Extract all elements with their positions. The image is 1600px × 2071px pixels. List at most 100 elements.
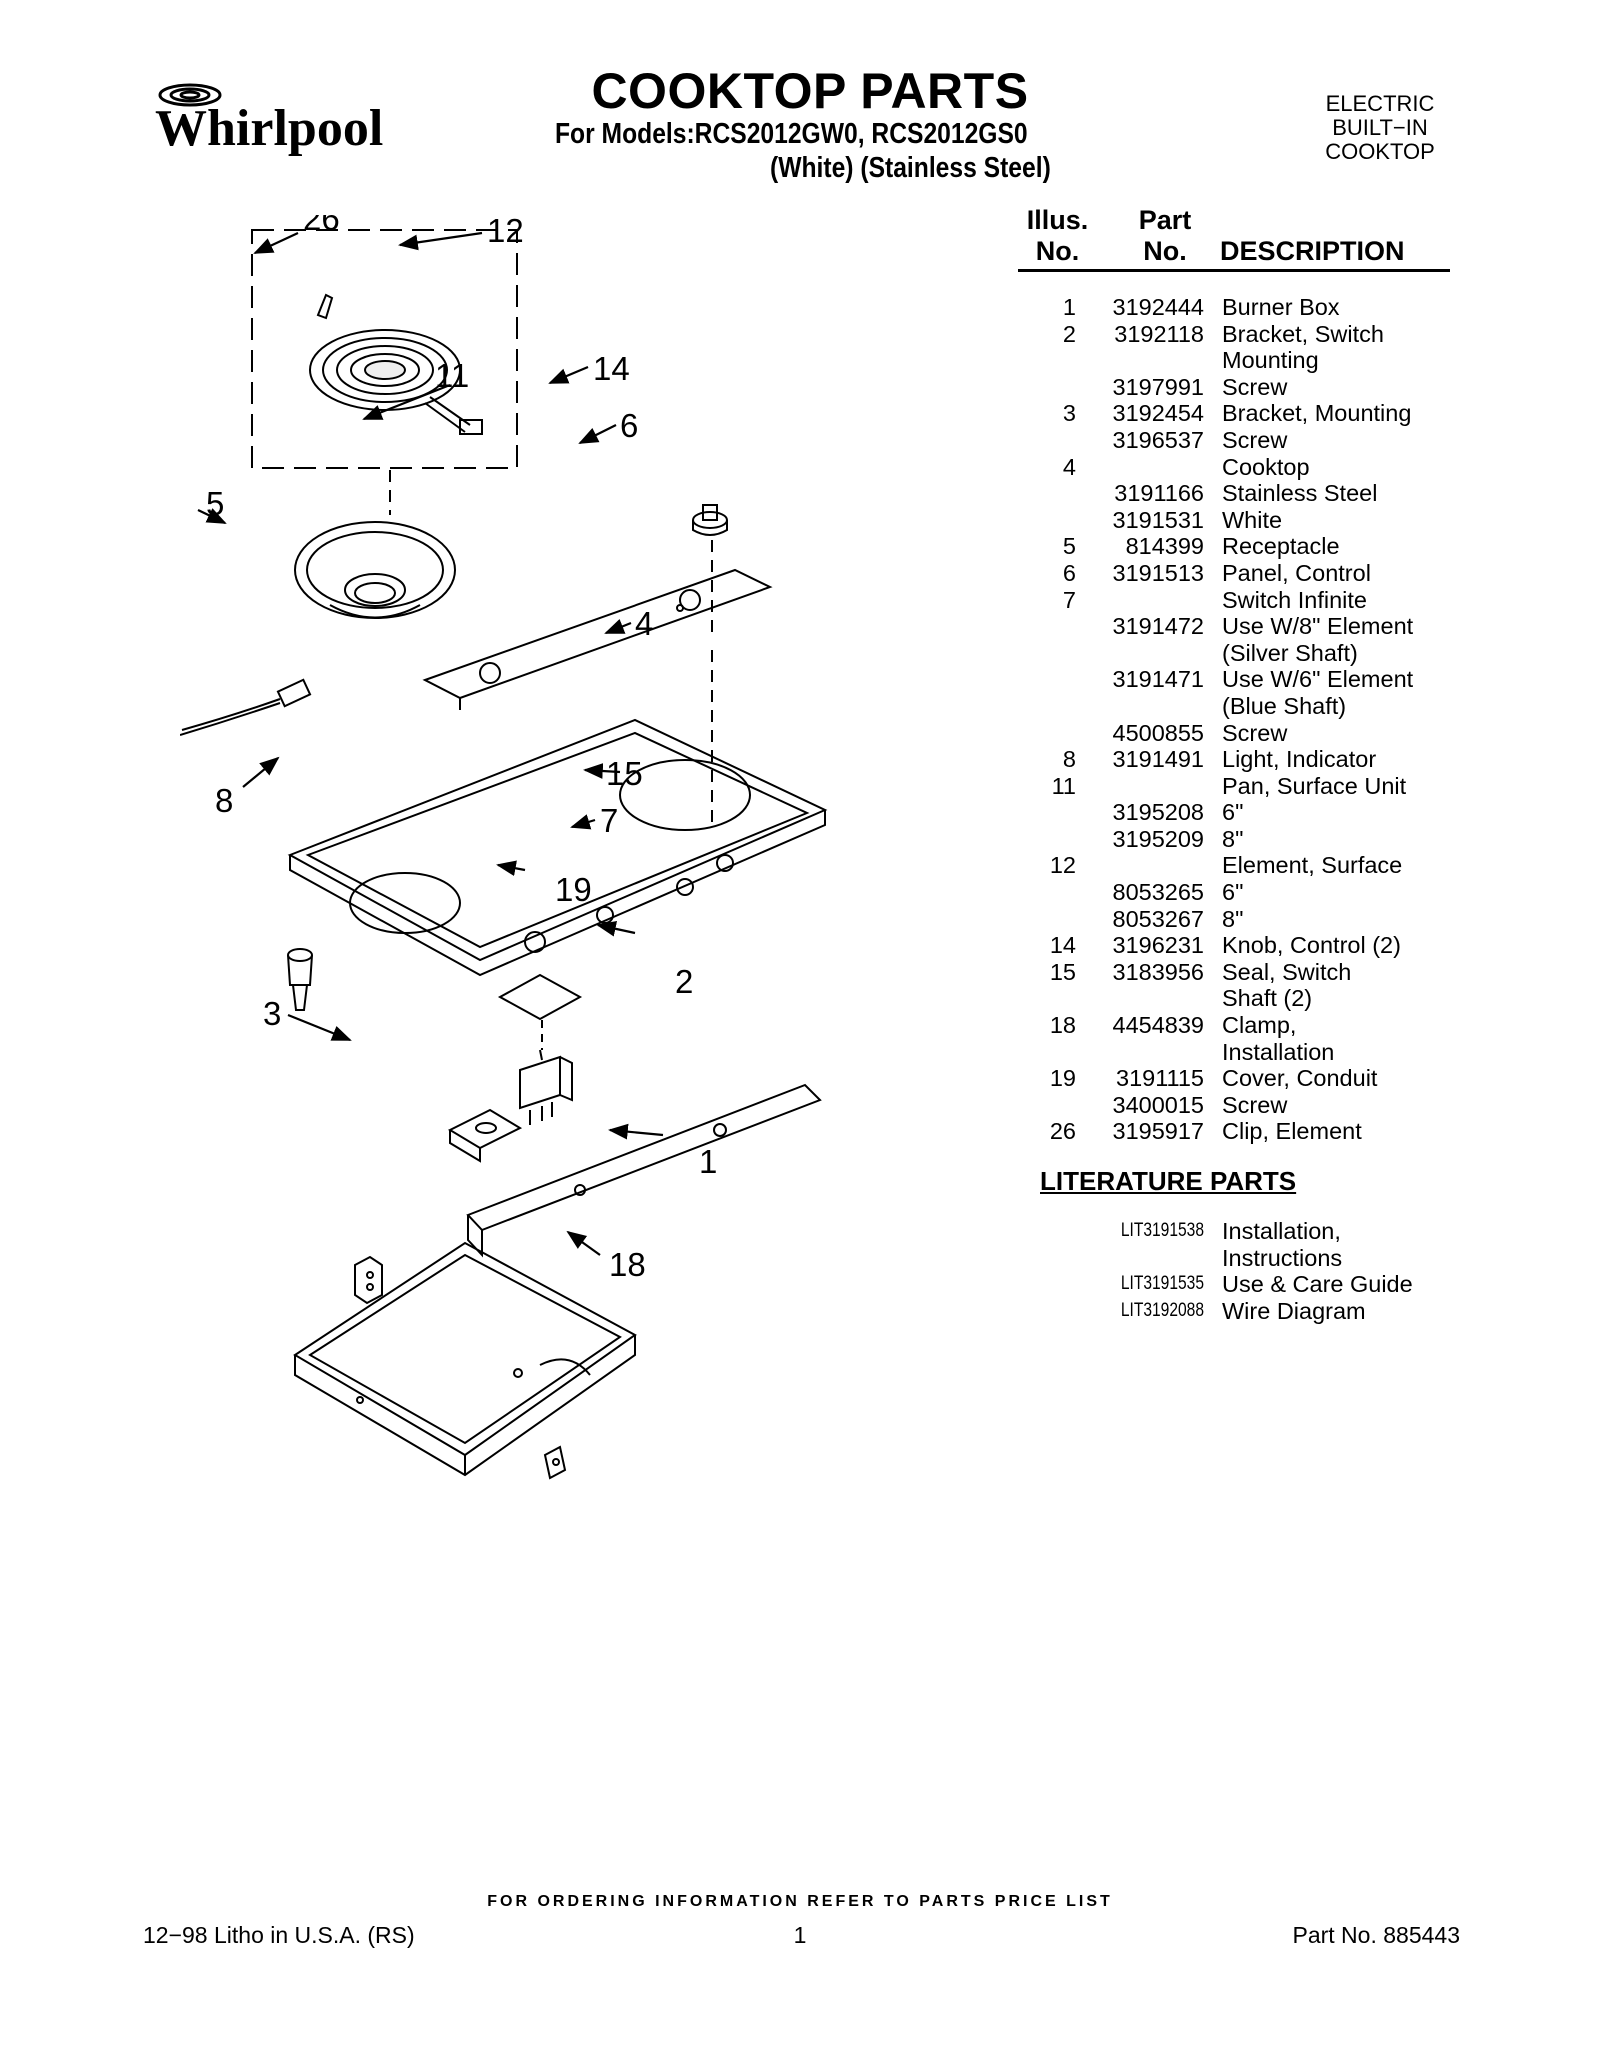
literature-row: LIT3192088 Wire Diagram	[1000, 1298, 1460, 1325]
part-description: White	[1222, 506, 1283, 533]
parts-row: Mounting	[1000, 347, 1460, 374]
part-description: Bracket, Mounting	[1222, 400, 1412, 427]
parts-row: Installation	[1000, 1039, 1460, 1066]
model-numbers: For Models:RCS2012GW0, RCS2012GS0	[555, 118, 1028, 150]
mounting-bracket	[354, 1255, 383, 1305]
part-number: 3192118	[1114, 320, 1204, 347]
parts-row: 3191531 White	[1000, 507, 1460, 534]
parts-row: 3195208 6"	[1000, 799, 1460, 826]
parts-row: Shaft (2)	[1000, 985, 1460, 1012]
illus-number: 4	[1062, 453, 1076, 480]
part-description: Installation	[1222, 1038, 1335, 1065]
literature-row: Instructions	[1000, 1245, 1460, 1272]
callout-7: 7	[600, 802, 618, 839]
parts-list: 1 3192444 Burner Box 2 3192118 Bracket, Switc…	[1000, 294, 1460, 1145]
conduit-cover	[447, 1108, 523, 1163]
part-description: Use W/8" Element	[1222, 613, 1414, 640]
model-variants: (White) (Stainless Steel)	[770, 152, 1051, 184]
parts-row: 18 4454839 Clamp,	[1000, 1012, 1460, 1039]
part-number: 3191531	[1112, 506, 1205, 533]
exploded-parts-diagram: 26 12 11 14 6 5 4 8 15 7 19 2 3 1 18	[180, 215, 828, 1480]
part-number: 3400015	[1112, 1091, 1205, 1118]
col-description: DESCRIPTION	[1220, 236, 1405, 266]
part-description: (Silver Shaft)	[1222, 639, 1358, 666]
callout-8: 8	[215, 782, 233, 819]
callout-6: 6	[620, 407, 638, 444]
whirlpool-logo: Whirlpool	[155, 83, 383, 157]
part-description: Element, Surface	[1222, 852, 1403, 879]
callout-18: 18	[609, 1246, 646, 1283]
part-description: Pan, Surface Unit	[1222, 772, 1407, 799]
part-number: 3196231	[1112, 932, 1205, 959]
col-part-line2: No.	[1143, 236, 1187, 266]
part-description: Clip, Element	[1222, 1118, 1362, 1145]
literature-description: Installation,	[1222, 1218, 1341, 1244]
part-description: 8"	[1222, 905, 1244, 932]
control-panel	[422, 568, 773, 710]
burner-box	[293, 1241, 637, 1477]
callout-12: 12	[487, 215, 524, 249]
part-description: Clamp,	[1222, 1012, 1297, 1039]
literature-description: Instructions	[1222, 1244, 1343, 1271]
parts-row: 1 3192444 Burner Box	[1000, 294, 1460, 321]
part-description: 8"	[1222, 825, 1244, 852]
illus-number: 15	[1049, 958, 1076, 985]
part-description: Burner Box	[1222, 294, 1340, 320]
callout-2: 2	[675, 963, 693, 1000]
parts-row: 2 3192118 Bracket, Switch	[1000, 321, 1460, 348]
brand-wordmark: Whirlpool	[155, 100, 383, 157]
illus-number: 2	[1062, 320, 1076, 347]
part-number: 4454839	[1112, 1012, 1205, 1039]
part-number: 3192454	[1112, 400, 1205, 427]
literature-description: Wire Diagram	[1222, 1297, 1366, 1324]
parts-row: 11 Pan, Surface Unit	[1000, 773, 1460, 800]
part-description: Seal, Switch	[1222, 958, 1352, 985]
col-part-line1: Part	[1138, 205, 1192, 235]
parts-row: (Blue Shaft)	[1000, 693, 1460, 720]
part-description: Knob, Control (2)	[1222, 932, 1401, 959]
part-description: Bracket, Switch	[1222, 320, 1384, 347]
callout-11: 11	[435, 357, 469, 394]
indicator-light	[287, 948, 313, 1011]
part-description: Cover, Conduit	[1222, 1065, 1378, 1092]
callout-4: 4	[635, 605, 653, 642]
category-line: COOKTOP	[1325, 139, 1435, 164]
part-description: Light, Indicator	[1222, 746, 1377, 773]
document-part-number: Part No. 885443	[1292, 1922, 1460, 1948]
part-description: 6"	[1222, 799, 1244, 826]
callout-15: 15	[606, 755, 643, 792]
surface-element	[309, 329, 483, 435]
callout-26: 26	[303, 215, 340, 237]
part-number: 3192444	[1112, 294, 1205, 320]
literature-part-number: LIT3191538	[1120, 1220, 1204, 1241]
part-number: 814399	[1125, 533, 1204, 560]
part-description: Screw	[1222, 426, 1288, 453]
callout-3: 3	[263, 995, 281, 1032]
part-description: Screw	[1222, 1091, 1288, 1118]
illus-number: 26	[1049, 1118, 1076, 1145]
illus-number: 18	[1049, 1012, 1076, 1039]
callout-19: 19	[555, 871, 592, 908]
callout-14: 14	[593, 350, 630, 387]
part-number: 3195208	[1112, 799, 1205, 826]
illus-number: 1	[1062, 294, 1076, 320]
illus-number: 11	[1051, 772, 1076, 799]
literature-part-number: LIT3192088	[1120, 1299, 1204, 1321]
category-line: BUILT−IN	[1332, 115, 1428, 140]
part-number: 3191115	[1116, 1065, 1204, 1092]
